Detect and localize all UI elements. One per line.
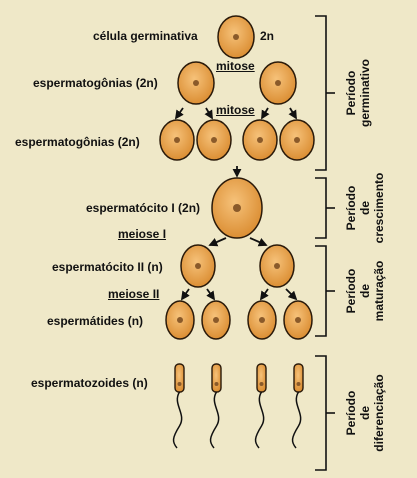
label-spermatocyte-2: espermatócito II (n)	[52, 260, 163, 274]
spermatozoon	[209, 363, 222, 449]
secondary-spermatocyte-cell	[259, 244, 295, 288]
label-spermatogonia-1: espermatogônias (2n)	[33, 76, 158, 90]
period-growth-line: de	[358, 200, 372, 216]
period-differentiation-line: Período	[344, 390, 358, 436]
spermatid-cell	[201, 300, 231, 340]
spermatogonium-cell	[177, 61, 215, 105]
period-maturation-line: de	[358, 283, 372, 299]
period-germinative-line: germinativo	[358, 58, 372, 128]
label-meiosis-2: meiose II	[108, 287, 160, 301]
label-spermatids: espermátides (n)	[47, 314, 144, 328]
label-spermatozoa: espermatozoides (n)	[31, 376, 148, 390]
spermatogonium-cell	[242, 119, 278, 161]
period-maturation: Período de maturação	[344, 261, 386, 322]
label-spermatogonia-2: espermatogônias (2n)	[15, 135, 140, 149]
period-differentiation: Período de diferenciação	[344, 374, 386, 451]
secondary-spermatocyte-cell	[180, 244, 216, 288]
spermatid-cell	[283, 300, 313, 340]
label-germ-cell-ploidy: 2n	[260, 29, 275, 43]
division-arrows	[174, 107, 298, 301]
label-germ-cell: célula germinativa	[93, 29, 198, 43]
period-growth-line: crescimento	[372, 172, 386, 244]
period-maturation-line: maturação	[372, 260, 386, 322]
period-differentiation-line: de	[358, 406, 372, 421]
label-spermatocyte-1: espermatócito I (2n)	[86, 201, 201, 215]
period-differentiation-line: diferenciação	[372, 374, 386, 452]
period-germinative: Período germinativo	[344, 59, 372, 127]
spermatogonium-cell	[279, 119, 315, 161]
spermatogonium-cell	[196, 119, 232, 161]
spermatozoon	[254, 363, 267, 449]
primary-spermatocyte-cell	[211, 177, 263, 239]
period-germinative-line: Período	[344, 70, 358, 116]
period-maturation-line: Período	[344, 268, 358, 314]
label-mitosis-2: mitose	[216, 103, 255, 117]
spermatozoon	[172, 363, 185, 449]
spermatogonium-cell	[259, 61, 297, 105]
period-growth: Período de crescimento	[344, 173, 386, 244]
spermatid-cell	[247, 300, 277, 340]
label-meiosis-1: meiose I	[118, 227, 167, 241]
spermatozoon	[291, 363, 304, 449]
germ-cell	[217, 15, 255, 59]
spermatogonium-cell	[159, 119, 195, 161]
spermatid-cell	[165, 300, 195, 340]
period-brackets	[315, 15, 335, 471]
label-mitosis-1: mitose	[216, 59, 255, 73]
period-growth-line: Período	[344, 185, 358, 231]
